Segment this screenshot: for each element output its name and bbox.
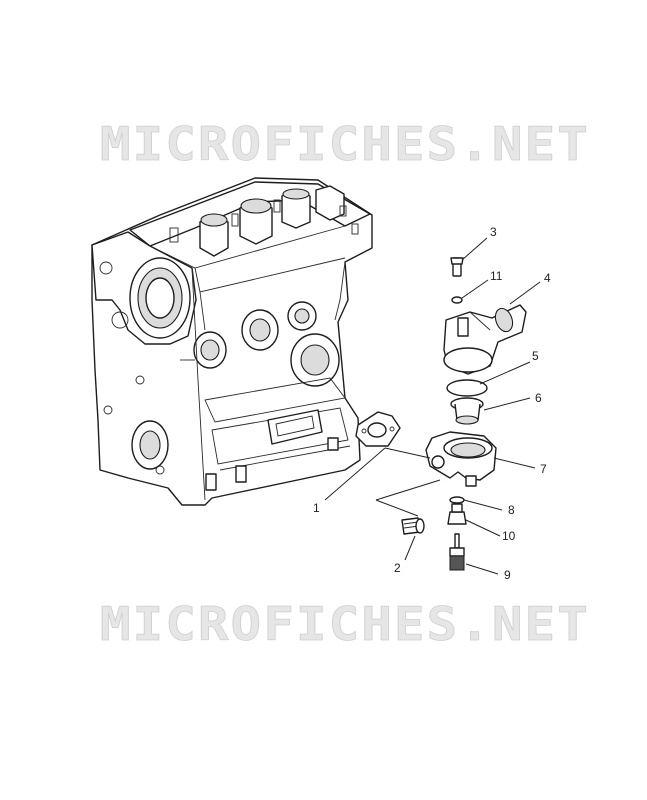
part-thermostat	[450, 397, 484, 425]
callout-11: 11	[490, 269, 503, 283]
part-thermostat-cover	[443, 304, 527, 375]
engine-block-illustration	[91, 177, 373, 506]
callout-6: 6	[535, 391, 542, 405]
callout-3: 3	[490, 225, 497, 239]
callout-9: 9	[504, 568, 511, 582]
part-seal-ring	[446, 379, 488, 397]
part-temp-sensor	[449, 533, 465, 571]
part-oring-small	[451, 296, 463, 304]
part-adapter	[447, 503, 467, 525]
callout-8: 8	[508, 503, 515, 517]
part-gasket	[355, 411, 401, 447]
watermark-top: MICROFICHES.NET	[100, 117, 590, 171]
part-thermostat-housing	[425, 431, 497, 487]
callout-10: 10	[502, 529, 516, 543]
watermark-bottom: MICROFICHES.NET	[100, 597, 590, 651]
callout-2: 2	[394, 561, 401, 575]
callout-7: 7	[540, 462, 547, 476]
callout-labels: 1 2 3 4 5 6 7 8 9 10 11	[313, 225, 551, 582]
part-bolt-top	[450, 257, 464, 277]
callout-1: 1	[313, 501, 320, 515]
leader-lines	[324, 237, 541, 575]
callout-5: 5	[532, 349, 539, 363]
part-bolt-long	[401, 517, 425, 535]
part-washer	[449, 496, 465, 504]
callout-4: 4	[544, 271, 551, 285]
